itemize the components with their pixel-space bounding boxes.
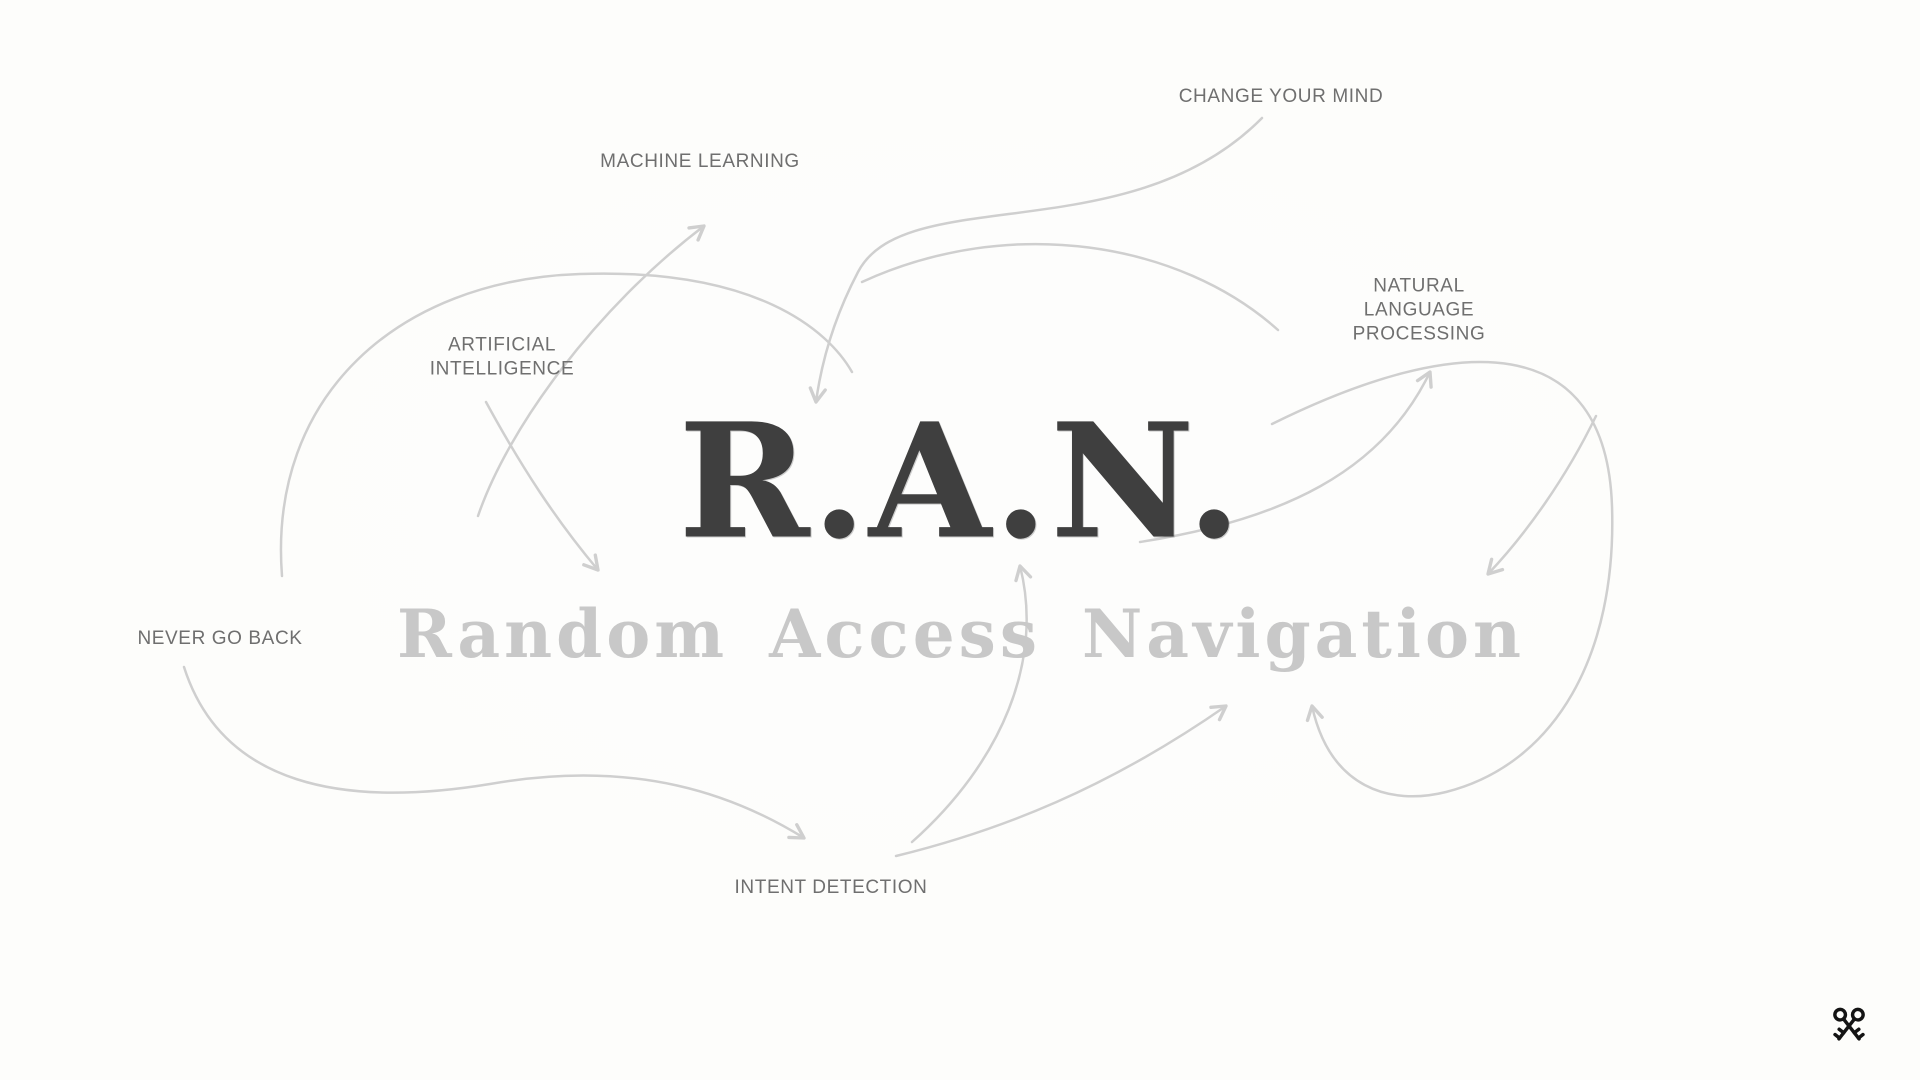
arrow-right-hook [1486,414,1598,576]
arrow-ai-to-subtitle [484,400,600,572]
label-change-your-mind: CHANGE YOUR MIND [1178,86,1384,108]
label-machine-learning: MACHINE LEARNING [600,151,800,173]
page-subtitle: Random Access Navigation [397,595,1525,673]
arrow-loop-right [1270,360,1614,798]
label-never-go-back: NEVER GO BACK [137,628,303,650]
page-title: R.A.N. [678,389,1244,575]
arrow-sweep-top [860,242,1280,332]
label-artificial-intelligence: ARTIFICIAL INTELLIGENCE [429,334,575,379]
arrow-up-to-title [910,564,1033,844]
label-natural-language-processing: NATURAL LANGUAGE PROCESSING [1352,275,1486,344]
label-intent-detection: INTENT DETECTION [734,877,928,899]
arrow-to-nlp [1138,370,1433,544]
arrow-change-your-mind [808,116,1264,404]
arrow-to-machine-learning [476,224,706,518]
arrow-never-go-back [182,665,806,840]
arrow-intent-up-right [894,704,1228,858]
arrow-loop-left [279,272,854,578]
crossed-keys-icon [1833,1007,1865,1041]
